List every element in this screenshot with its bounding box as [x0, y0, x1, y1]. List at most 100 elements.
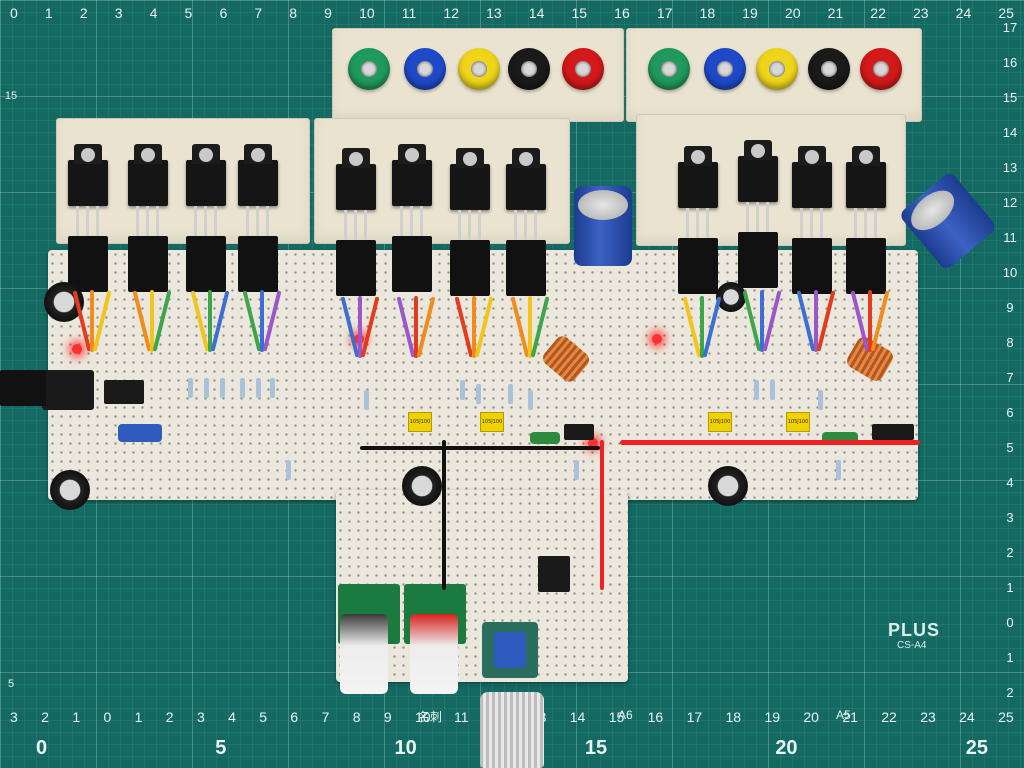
resistor-10	[754, 380, 759, 400]
ruler-top-label-3: 3	[114, 5, 123, 21]
transistor-leads-4	[336, 210, 376, 244]
ruler-bottom-large-label-1: 5	[215, 736, 227, 759]
transistor-leads-3	[238, 206, 278, 240]
pin-header-8	[678, 238, 718, 294]
rca-jack-white[interactable]	[340, 614, 388, 694]
ruler-bottom-label-1: 2	[41, 709, 49, 725]
ruler-right-label-10: 7	[1006, 370, 1014, 385]
ruler-top-label-13: 13	[486, 5, 502, 21]
pin-header-2	[186, 236, 226, 292]
power-transistor-5	[392, 144, 432, 206]
ruler-top-label-22: 22	[870, 5, 886, 21]
ruler-bottom-label-14: 11	[453, 709, 469, 725]
jumper-wire-6-1	[472, 296, 476, 358]
binding-post-6[interactable]	[704, 48, 746, 90]
binding-post-0[interactable]	[348, 48, 390, 90]
ruler-bottom-label-3: 0	[103, 709, 112, 725]
ruler-right-label-14: 3	[1006, 510, 1014, 525]
ruler-right-label-19: 2	[1006, 685, 1014, 700]
jumper-wire-9-1	[760, 290, 764, 352]
ruler-right-label-9: 8	[1006, 335, 1014, 350]
film-capacitor-3: 105J100	[708, 412, 732, 432]
ruler-top-label-11: 11	[401, 5, 417, 21]
ruler-top-label-23: 23	[912, 5, 929, 21]
ruler-top-label-19: 19	[742, 5, 758, 21]
binding-post-8[interactable]	[808, 48, 850, 90]
ruler-right-label-1: 16	[1002, 55, 1018, 70]
binding-post-1[interactable]	[404, 48, 446, 90]
ruler-top-label-14: 14	[528, 5, 545, 21]
sensor-module	[42, 370, 94, 410]
pin-header-5	[392, 236, 432, 292]
resistor-12	[818, 390, 823, 410]
ruler-bottom-large-label-4: 20	[775, 736, 798, 759]
ruler-top-label-0: 0	[10, 5, 18, 21]
ruler-top-label-1: 1	[44, 5, 53, 21]
ruler-right-label-13: 4	[1006, 475, 1014, 490]
ruler-right-label-6: 11	[1003, 230, 1017, 245]
ruler-bottom-label-22: 19	[764, 709, 781, 725]
power-transistor-2	[186, 144, 226, 206]
film-capacitor-4: 105J100	[786, 412, 810, 432]
pin-header-0	[68, 236, 108, 292]
trimmer-pot	[118, 424, 162, 442]
power-transistor-4	[336, 148, 376, 210]
binding-post-2[interactable]	[458, 48, 500, 90]
power-transistor-3	[238, 144, 278, 206]
binding-post-7[interactable]	[756, 48, 798, 90]
ruler-bottom-large-label-0: 0	[36, 736, 48, 759]
ruler-bottom-label-2: 1	[72, 709, 81, 725]
wire-red-long	[600, 440, 604, 590]
jumper-wire-2-1	[208, 290, 212, 352]
binding-post-4[interactable]	[562, 48, 604, 90]
binding-post-5[interactable]	[648, 48, 690, 90]
ruler-right-label-15: 2	[1006, 545, 1014, 560]
ruler-right-label-16: 1	[1006, 580, 1014, 595]
transistor-leads-8	[678, 208, 718, 242]
jumper-wire-0-1	[90, 290, 94, 352]
jumper-wire-3-1	[260, 290, 264, 352]
ruler-top-label-4: 4	[149, 5, 158, 21]
ruler-bottom-label-19: 16	[647, 709, 664, 725]
ruler-left-label-0: 15	[4, 90, 18, 102]
mat-mark-a5: A5	[836, 708, 851, 722]
capacitor-small-2	[402, 466, 442, 506]
led-red-4	[588, 438, 598, 448]
power-transistor-1	[128, 144, 168, 206]
ruler-top-label-10: 10	[359, 5, 375, 21]
ruler-right-label-18: 1	[1006, 650, 1014, 665]
rca-jack-red[interactable]	[410, 614, 458, 694]
binding-post-3[interactable]	[508, 48, 550, 90]
binding-post-9[interactable]	[860, 48, 902, 90]
ruler-right-label-4: 13	[1002, 160, 1018, 175]
ruler-top-label-8: 8	[289, 5, 298, 21]
ruler-top-label-20: 20	[784, 5, 801, 21]
jumper-wire-4-1	[358, 296, 362, 358]
transistor-leads-11	[846, 208, 886, 242]
ruler-top-label-2: 2	[79, 5, 88, 21]
pin-header-7	[506, 240, 546, 296]
resistor-4	[256, 378, 261, 398]
ruler-bottom-label-12: 9	[383, 709, 392, 725]
capacitor-small-3	[708, 466, 748, 506]
ruler-right-label-8: 9	[1006, 300, 1014, 315]
transistor-leads-1	[128, 206, 168, 240]
ruler-bottom-label-28: 25	[998, 709, 1014, 725]
ruler-bottom-label-11: 8	[352, 709, 361, 725]
volume-knob[interactable]	[480, 692, 544, 768]
ruler-right-label-11: 6	[1006, 405, 1014, 420]
resistor-1	[204, 378, 209, 398]
jumper-wire-10-1	[814, 290, 818, 352]
transistor-leads-5	[392, 206, 432, 240]
volume-potentiometer	[482, 622, 538, 678]
resistor-8	[508, 384, 513, 404]
power-transistor-10	[792, 146, 832, 208]
pin-header-10	[792, 238, 832, 294]
wire-black-bus	[360, 446, 600, 450]
transistor-leads-7	[506, 210, 546, 244]
ruler-top-label-18: 18	[699, 5, 716, 21]
ruler-bottom-label-25: 22	[881, 709, 897, 725]
resistor-14	[286, 460, 291, 480]
